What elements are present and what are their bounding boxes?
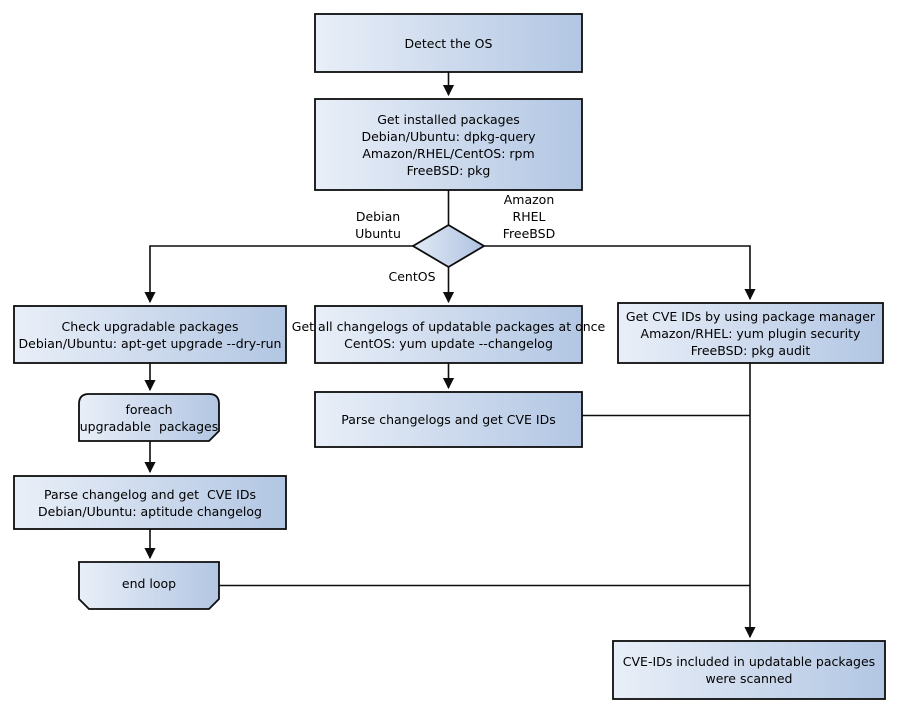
- node-parse-changelogs-get-cve-ids[interactable]: [314, 391, 583, 448]
- node-get-installed-packages[interactable]: [314, 98, 583, 191]
- edge-label-amazon-rhel-freebsd: Amazon RHEL FreeBSD: [502, 192, 556, 241]
- edge-decision-debian-ubuntu: [144, 245, 413, 304]
- edge-label-centos: CentOS: [388, 269, 436, 284]
- node-parse-changelog-get-cve-ids[interactable]: [13, 475, 287, 530]
- edge-label-debian-ubuntu: Debian Ubuntu: [355, 209, 401, 241]
- node-get-cve-ids-pkg-manager[interactable]: [617, 302, 884, 364]
- node-foreach-upgradable-packages[interactable]: [78, 393, 220, 442]
- node-os-decision[interactable]: [411, 223, 486, 269]
- node-get-all-changelogs[interactable]: [314, 305, 583, 364]
- node-check-upgradable-packages[interactable]: [13, 305, 287, 364]
- node-end-loop[interactable]: [78, 561, 220, 610]
- node-cve-ids-scanned[interactable]: [612, 640, 886, 700]
- node-detect-os[interactable]: [314, 13, 583, 73]
- edge-decision-amazon-rhel-freebsd: [484, 245, 756, 301]
